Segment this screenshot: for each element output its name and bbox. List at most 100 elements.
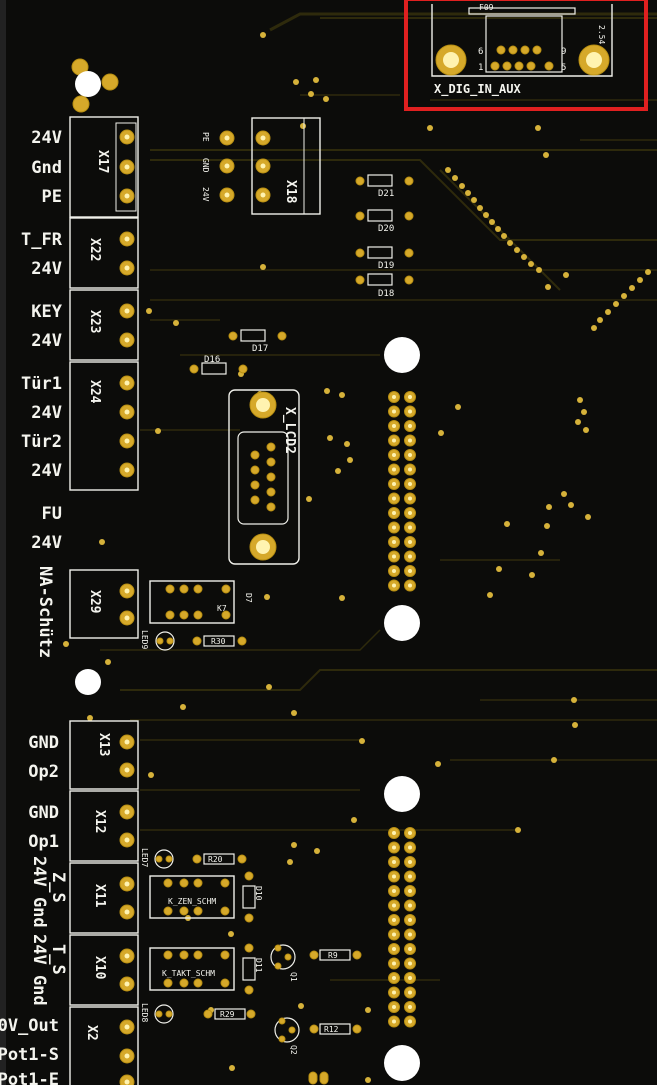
bottom-pads (308, 1071, 329, 1085)
header-pin-hole (392, 554, 396, 559)
header-pin-hole (408, 860, 412, 864)
diode-d10: D10 (242, 871, 263, 923)
header-pin-hole (408, 554, 412, 559)
header-pin-hole (392, 395, 396, 399)
x22-pin1: T_FR (21, 230, 63, 250)
diode-d17: D17 (228, 329, 287, 354)
header-pin-hole (408, 438, 412, 443)
mounting-hole-icon (75, 337, 420, 1081)
resistor-r9: R9 (309, 949, 362, 961)
connector-x17: X17 24V Gnd PE (31, 116, 139, 218)
led-7: LED7 (140, 848, 174, 869)
header-pin-hole (408, 511, 412, 515)
x12-pin1: GND (28, 803, 59, 823)
diode-d20: D20 (355, 209, 414, 234)
kzen-label: K_ZEN_SCHM (168, 897, 216, 906)
x18-pin-label-2: GND (201, 158, 210, 173)
header-pin-hole (392, 874, 396, 879)
led8-label: LED8 (140, 1003, 149, 1022)
relay-k-takt-schm: K_TAKT_SCHM (149, 947, 235, 991)
connector-x10: X10 T_S 24V Gnd (29, 934, 139, 1006)
copper-traces (100, 12, 657, 981)
header-pin-hole (392, 525, 396, 530)
aux-pin-5: 5 (561, 63, 566, 73)
connector-x23: X23 KEY 24V (31, 289, 139, 361)
q1-label: Q1 (289, 972, 298, 982)
aux-pin-6: 6 (478, 47, 483, 57)
x18-ref: X18 (283, 180, 298, 204)
ktakt-label: K_TAKT_SCHM (162, 969, 215, 978)
header-pin-hole (408, 525, 412, 530)
r9-label: R9 (328, 951, 338, 960)
header-pin-hole (408, 453, 412, 457)
d17-label: D17 (252, 344, 268, 354)
r12-label: R12 (324, 1025, 339, 1034)
header-pin-hole (392, 453, 396, 457)
highlight-box (404, 0, 648, 111)
header-pin-hole (408, 395, 412, 399)
header-pin-hole (392, 976, 396, 980)
x2-pin1: 10V_Out (0, 1016, 59, 1036)
header-pin-hole (408, 540, 412, 544)
d20-label: D20 (378, 224, 394, 234)
r20-label: R20 (208, 855, 223, 864)
d7-label: D7 (244, 593, 253, 603)
header-pin-hole (408, 831, 412, 835)
header-pin-hole (408, 903, 412, 908)
x17-ref: X17 (95, 150, 110, 173)
header-pin-hole (392, 569, 396, 573)
x23-ref: X23 (87, 310, 102, 333)
r29-label: R29 (220, 1010, 235, 1019)
d11-label: D11 (254, 958, 263, 973)
transistor-q1: Q1 (270, 944, 298, 982)
header-pin-hole (392, 860, 396, 864)
header-pin-hole (408, 569, 412, 573)
x13-ref: X13 (96, 733, 111, 756)
pin-header-lower (388, 827, 416, 1028)
header-pin-hole (408, 889, 412, 893)
x18-pin-label-3: 24V (201, 187, 210, 202)
header-pin-hole (408, 467, 412, 472)
x17-pin3: PE (42, 187, 62, 207)
d16-label: D16 (204, 355, 220, 365)
header-pin-hole (392, 831, 396, 835)
x24-ref: X24 (87, 380, 102, 404)
aux-pitch: 2.54 (597, 25, 606, 44)
d19-label: D19 (378, 261, 394, 271)
header-pin-hole (392, 424, 396, 428)
fiducial-marker-icon (71, 58, 119, 113)
header-pin-hole (392, 583, 396, 588)
diode-d18: D18 (355, 273, 414, 299)
header-pin-hole (408, 496, 412, 501)
aux-part: F09 (479, 3, 494, 12)
d10-label: D10 (254, 886, 263, 901)
lcd-ref: X_LCD2 (282, 407, 297, 454)
header-pin-hole (392, 467, 396, 472)
resistor-r30: R30 (192, 635, 247, 647)
x10-side-pins: 24V Gnd (29, 934, 49, 1006)
header-pin-hole (408, 874, 412, 879)
header-pin-hole (392, 496, 396, 501)
x13-pin1: GND (28, 733, 59, 753)
connector-x-dig-in-aux: F09 2.54 6 9 1 5 X_DIG_IN_AUX (431, 3, 613, 97)
connector-x22: X22 T_FR 24V (21, 217, 139, 289)
header-pin-hole (408, 409, 412, 414)
x2-pin3: Pot1-E (0, 1070, 59, 1085)
x12-ref: X12 (92, 810, 107, 833)
connector-x11: X11 Z_S 24V Gnd (29, 856, 139, 934)
x10-side-label: T_S (48, 944, 68, 975)
header-pin-hole (392, 947, 396, 951)
board-edge (0, 0, 6, 1085)
x23-pin1: KEY (31, 302, 62, 322)
led-9: LED9 (140, 630, 175, 651)
label-fu: FU 24V (31, 504, 62, 553)
led9-label: LED9 (140, 630, 149, 649)
x11-side-pins: 24V Gnd (29, 856, 49, 928)
aux-pin-9: 9 (561, 47, 566, 57)
connector-x2: X2 10V_Out Pot1-S Pot1-E (0, 1006, 139, 1085)
aux-pin-1: 1 (478, 63, 483, 73)
resistor-r12: R12 (309, 1023, 362, 1035)
connector-x12: X12 GND Op1 (28, 790, 139, 862)
x17-pin1: 24V (31, 128, 62, 148)
